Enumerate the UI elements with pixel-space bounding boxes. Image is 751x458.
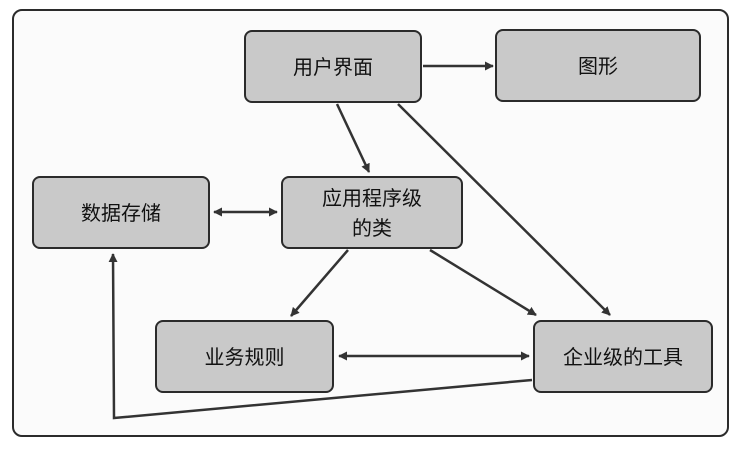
node-enterprise-tools: 企业级的工具: [533, 320, 713, 393]
node-data-storage: 数据存储: [32, 176, 210, 249]
node-data-storage-label: 数据存储: [81, 200, 161, 225]
node-graphics-label: 图形: [578, 53, 618, 78]
node-application-classes-label: 应用程序级 的类: [322, 185, 422, 240]
node-user-interface-label: 用户界面: [293, 54, 373, 79]
node-application-classes: 应用程序级 的类: [281, 176, 463, 249]
node-business-rules: 业务规则: [155, 320, 334, 393]
node-enterprise-tools-label: 企业级的工具: [563, 344, 683, 369]
node-business-rules-label: 业务规则: [204, 344, 285, 369]
node-user-interface: 用户界面: [244, 30, 422, 103]
edge-ui-to-enterprise: [397, 103, 611, 316]
edge-app-to-business: [290, 249, 349, 317]
node-graphics: 图形: [495, 29, 701, 102]
edge-ui-to-app: [335, 103, 371, 173]
edge-enterprise-to-store: [108, 253, 533, 420]
edge-app-to-enterprise: [429, 248, 537, 317]
